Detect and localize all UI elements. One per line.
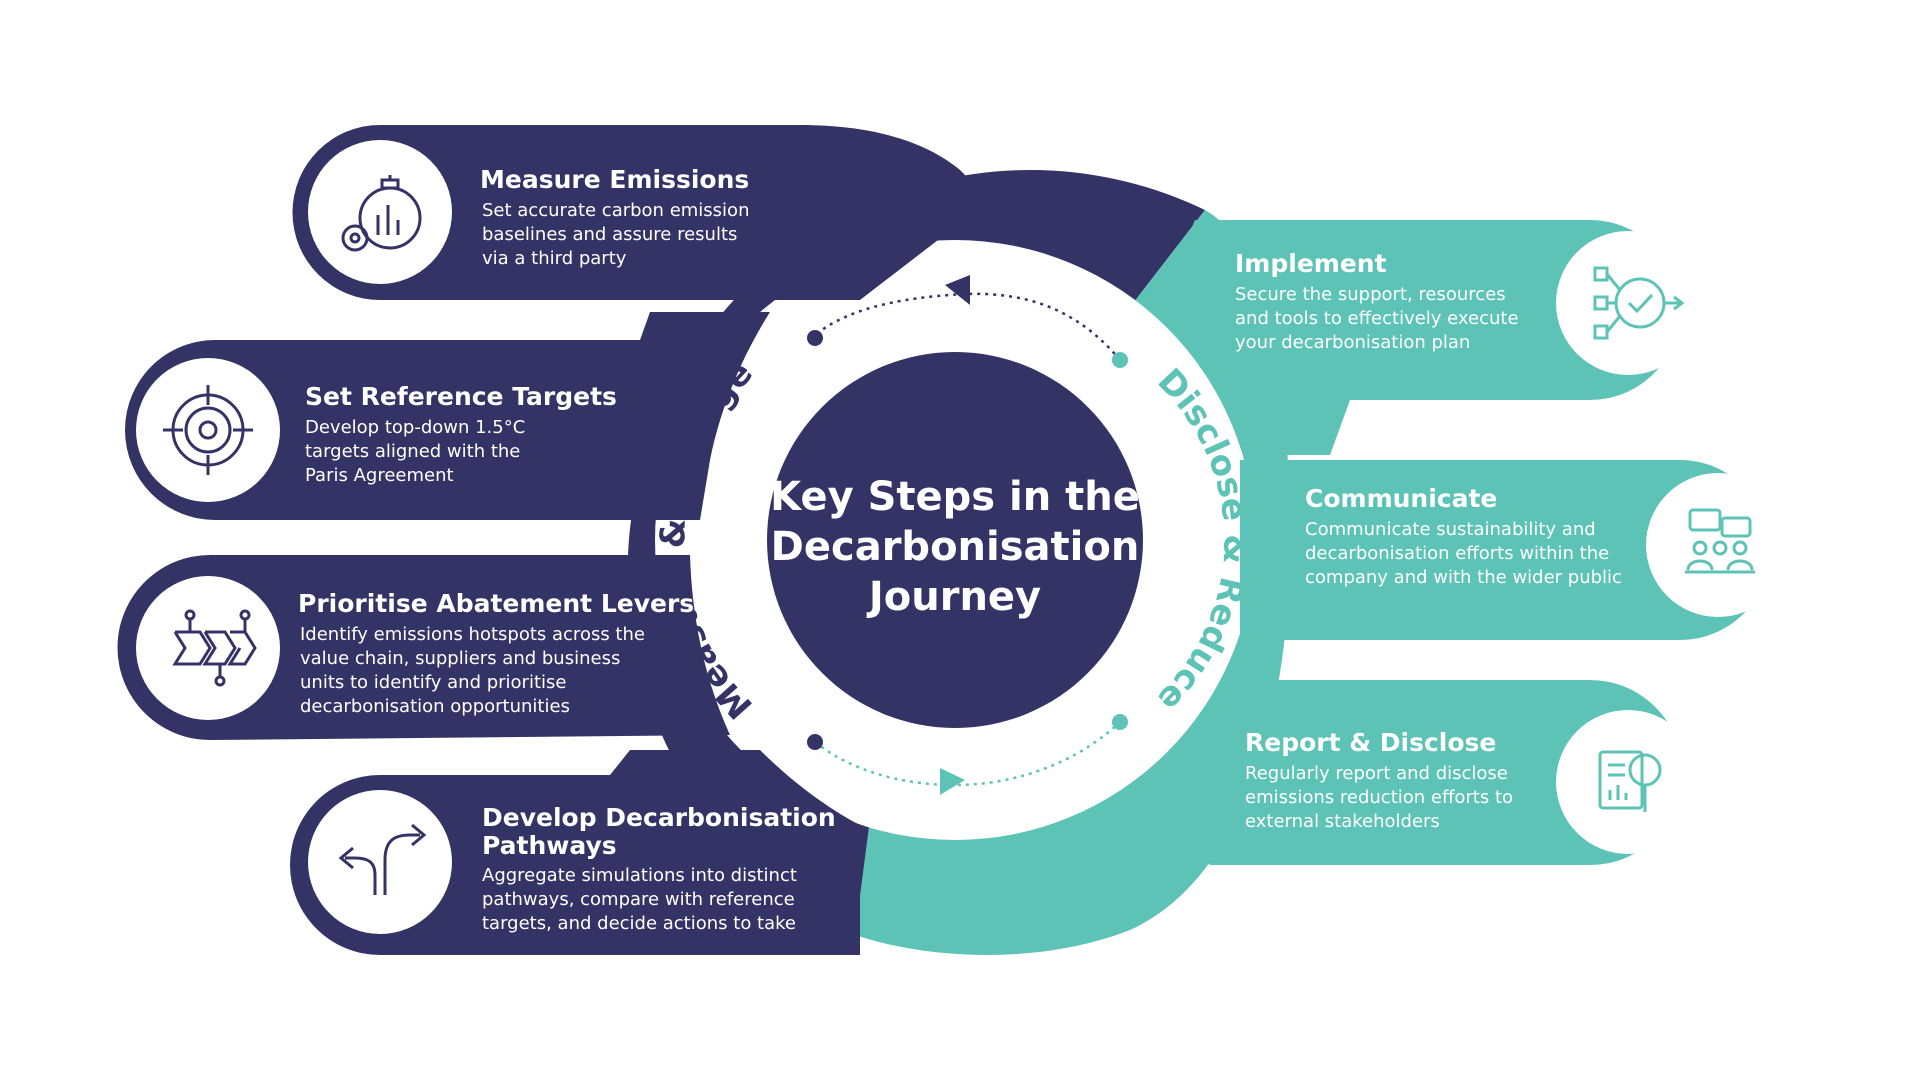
levers-desc-2: value chain, suppliers and business: [300, 648, 620, 669]
implement-icon-circle: [1556, 231, 1700, 375]
levers-title: Prioritise Abatement Levers: [298, 589, 694, 618]
pathways-desc-2: pathways, compare with reference: [482, 889, 795, 910]
band-levers: [117, 555, 731, 740]
measure-desc-2: baselines and assure results: [482, 224, 737, 245]
stopwatch-gear-icon: [341, 175, 422, 252]
levers-desc-3: units to identify and prioritise: [300, 672, 566, 693]
top-left-dot: [807, 330, 823, 346]
targets-title: Set Reference Targets: [305, 382, 617, 411]
targets-desc-2: targets aligned with the: [305, 441, 520, 462]
report-desc-2: emissions reduction efforts to: [1245, 787, 1513, 808]
communicate-desc-2: decarbonisation efforts within the: [1305, 543, 1609, 564]
band-report: [1180, 680, 1683, 865]
top-right-dot: [1112, 352, 1128, 368]
band-communicate: [1240, 460, 1770, 640]
implement-title: Implement: [1235, 249, 1387, 278]
bottom-right-dot: [1112, 714, 1128, 730]
pathways-title-1: Develop Decarbonisation: [482, 803, 836, 832]
levers-desc-4: decarbonisation opportunities: [300, 696, 570, 717]
center-title-line-3: Journey: [866, 574, 1041, 620]
levers-icon-circle: [136, 576, 280, 720]
communicate-desc-1: Communicate sustainability and: [1305, 519, 1596, 540]
pathways-desc-1: Aggregate simulations into distinct: [482, 865, 797, 886]
implement-desc-3: your decarbonisation plan: [1235, 332, 1470, 353]
implement-desc-2: and tools to effectively execute: [1235, 308, 1519, 329]
implement-desc-1: Secure the support, resources: [1235, 284, 1506, 305]
top-cycle-arrowhead-icon: [945, 275, 970, 305]
report-desc-3: external stakeholders: [1245, 811, 1440, 832]
report-desc-1: Regularly report and disclose: [1245, 763, 1508, 784]
center-title-line-2: Decarbonisation: [771, 524, 1140, 570]
bottom-left-dot: [807, 734, 823, 750]
target-icon: [163, 385, 253, 475]
pathways-desc-3: targets, and decide actions to take: [482, 913, 796, 934]
top-cycle-arrow-path: [814, 292, 1121, 361]
band-implement: [1160, 220, 1680, 455]
bottom-cycle-arrowhead-icon: [940, 768, 965, 795]
pathways-icon-circle: [308, 790, 452, 934]
center-title-line-1: Key Steps in the: [770, 474, 1140, 520]
center-disk: [767, 352, 1143, 728]
pathways-title-2: Pathways: [482, 831, 617, 860]
measure-icon-circle: [308, 140, 452, 284]
report-magnifier-icon: [1598, 750, 1662, 812]
targets-icon-circle: [136, 358, 280, 502]
communicate-desc-3: company and with the wider public: [1305, 567, 1622, 588]
workflow-check-icon: [1593, 266, 1685, 340]
measure-title: Measure Emissions: [480, 165, 749, 194]
split-arrows-icon: [338, 823, 427, 895]
targets-desc-3: Paris Agreement: [305, 465, 454, 486]
meeting-chat-icon: [1685, 508, 1755, 574]
report-title: Report & Disclose: [1245, 728, 1496, 757]
measure-desc-3: via a third party: [482, 248, 627, 269]
communicate-icon-circle: [1646, 473, 1790, 617]
levers-desc-1: Identify emissions hotspots across the: [300, 624, 645, 645]
process-chevrons-icon: [172, 609, 257, 687]
band-targets: [125, 312, 770, 520]
report-icon-circle: [1556, 710, 1700, 854]
band-measure: [292, 125, 990, 300]
measure-desc-1: Set accurate carbon emission: [482, 200, 749, 221]
targets-desc-1: Develop top-down 1.5°C: [305, 417, 525, 438]
communicate-title: Communicate: [1305, 484, 1497, 513]
